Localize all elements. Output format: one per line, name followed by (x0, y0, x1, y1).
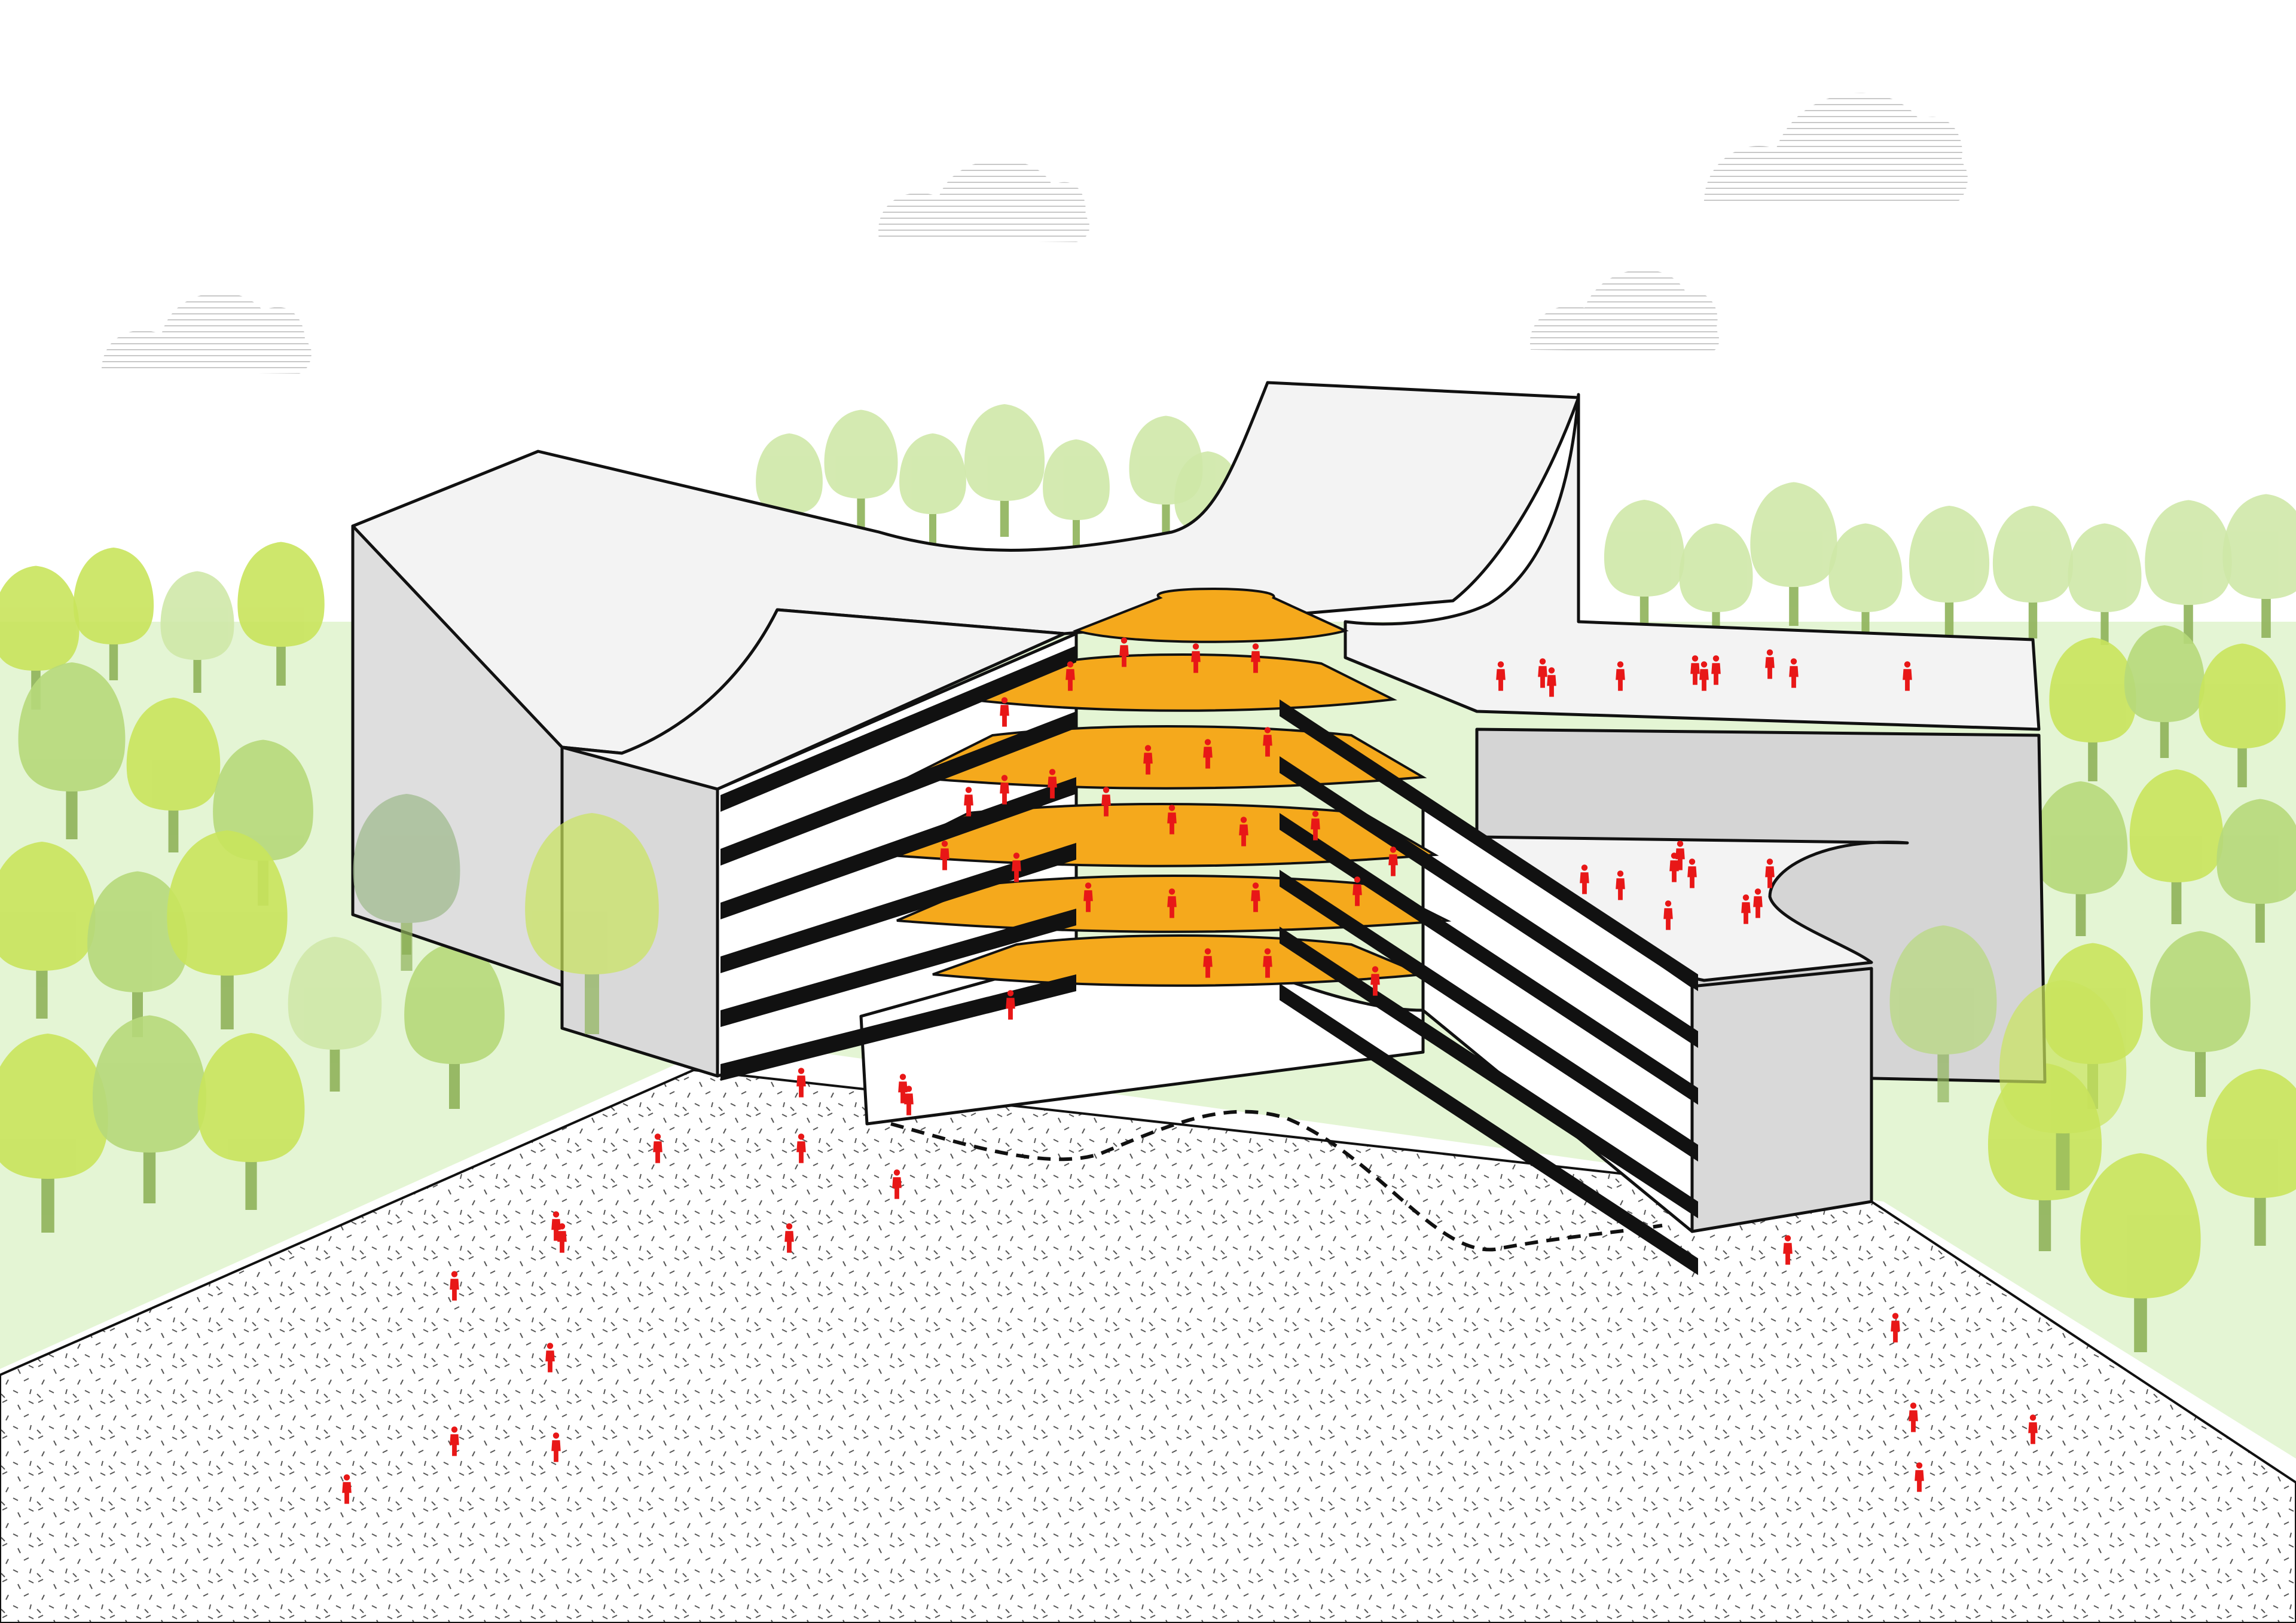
floor-slab (1280, 813, 1698, 1105)
right-wing-roof-top (1344, 393, 2041, 731)
cloud-icon (102, 292, 312, 374)
clouds (102, 93, 1968, 374)
floor-slab (1280, 699, 1698, 991)
terrace-floor (1072, 588, 1349, 643)
floor-slab (720, 646, 1076, 812)
cloud-icon (1704, 93, 1968, 203)
floor-slab (1280, 983, 1698, 1275)
left-wing-roof-front (560, 608, 1066, 791)
terrace-floor (964, 653, 1397, 712)
floor-slab (720, 909, 1076, 1027)
floor-slab (1280, 756, 1698, 1048)
cloud-icon (1529, 270, 1720, 353)
floor-slab (720, 777, 1076, 919)
floor-slab (720, 711, 1076, 866)
right-front-block (1690, 967, 1873, 1233)
floor-slab (720, 843, 1076, 973)
floor-slab (1280, 870, 1698, 1162)
floor-slab (1280, 927, 1698, 1218)
floor-slabs (720, 646, 1698, 1275)
floor-slab (720, 974, 1076, 1081)
cloud-icon (878, 160, 1090, 242)
